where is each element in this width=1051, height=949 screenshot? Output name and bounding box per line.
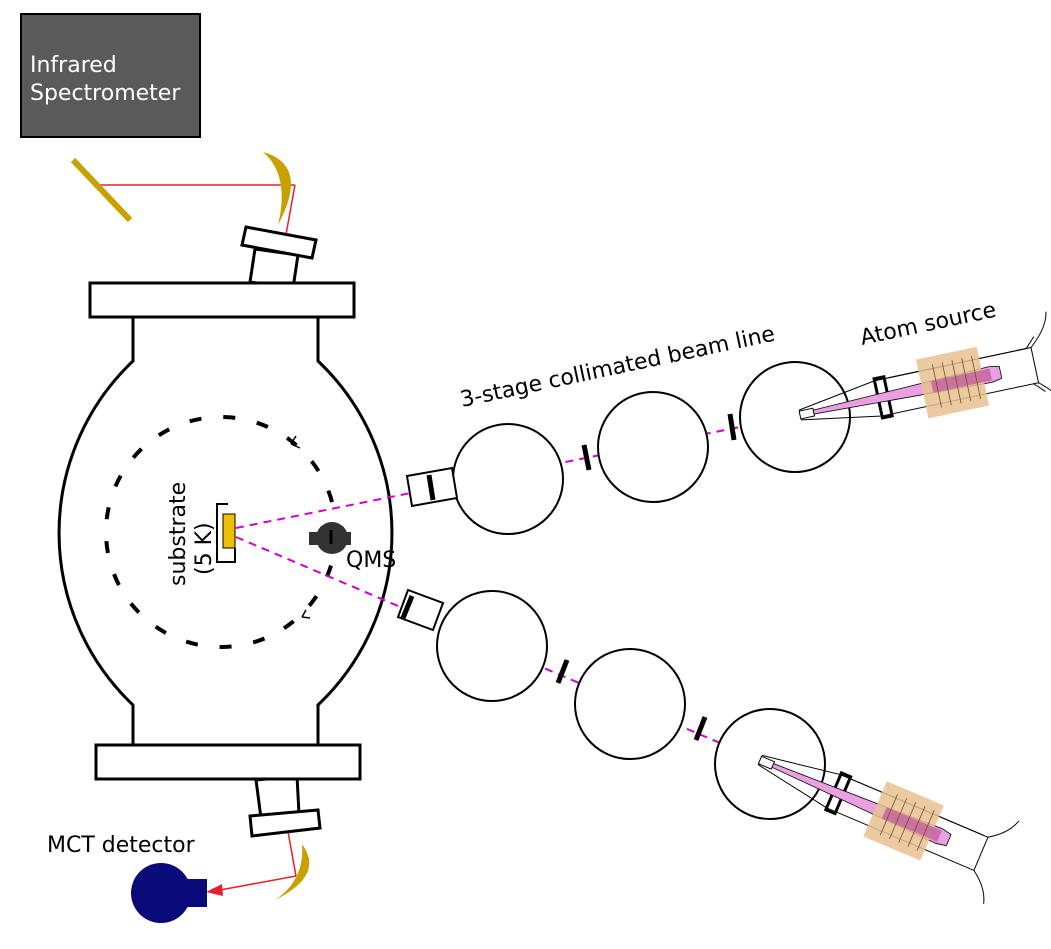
curved-mirror-bottom [275,844,310,900]
atom-source-upper [798,311,1051,421]
bottom-window-port [248,774,322,838]
curved-mirror-top [263,152,291,225]
mct-detector-label: MCT detector [47,833,196,858]
rotation-arrow-bottom [301,609,311,619]
top-window-port [240,225,318,290]
substrate [216,503,236,563]
qms-label: QMS [346,548,396,573]
atom-source-label: Atom source [858,298,998,351]
upper-beam-line [405,361,851,535]
lower-beam-apertures [400,595,708,741]
mct-detector [131,863,207,923]
rotation-arrow-top [290,435,301,449]
spectrometer-label-line1: Infrared [30,53,117,78]
spectrometer-label-line2: Spectrometer [30,81,181,106]
top-flange [88,281,356,319]
atom-source-lower [757,754,1020,904]
beam-line-label: 3-stage collimated beam line [458,322,777,413]
flat-mirror [70,157,133,223]
substrate-label-line2: (5 K) [192,522,217,575]
upper-beam-apertures [426,413,737,501]
ir-beam-arrowhead [206,884,223,896]
infrared-spectrometer: Infrared Spectrometer [20,13,201,138]
substrate-label-line1: substrate [166,482,191,586]
bottom-flange [94,743,362,781]
lower-beam-line [396,588,826,820]
qms [309,522,351,554]
